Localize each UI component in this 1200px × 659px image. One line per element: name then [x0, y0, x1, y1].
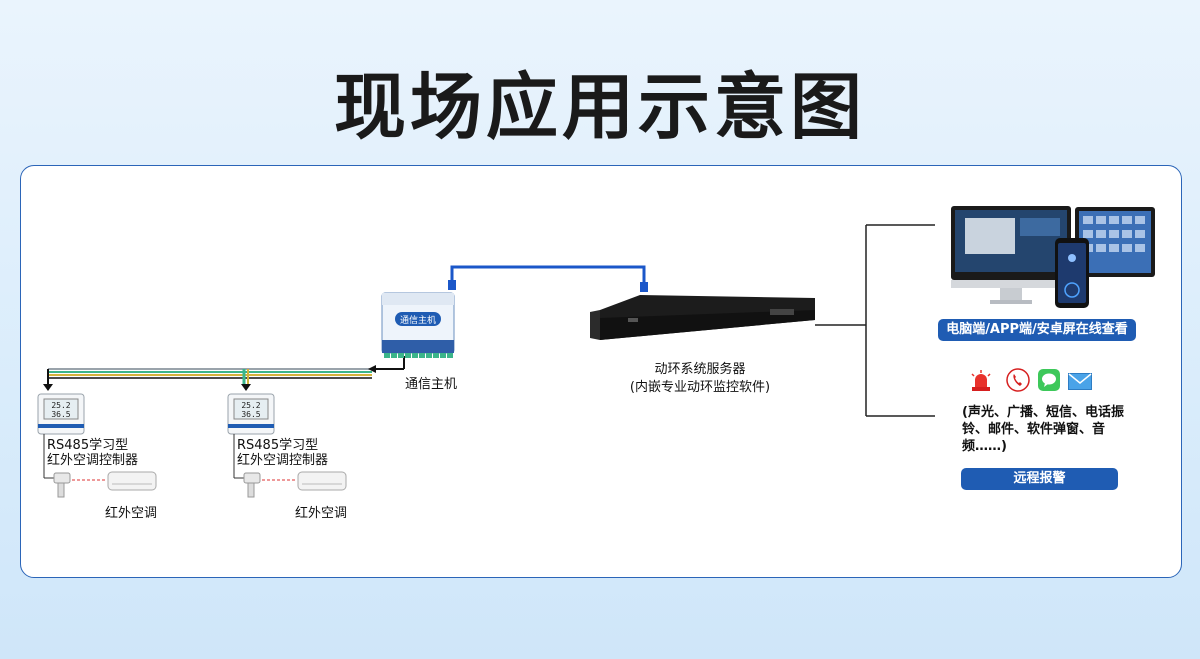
sensor-device-2: 25.2 36.5 [227, 393, 275, 435]
sensor-1-label-line1: RS485学习型 [47, 438, 129, 453]
host-logo-text: 通信主机 [400, 314, 436, 326]
alarm-methods-text: (声光、广播、短信、电话振铃、邮件、软件弹窗、音频……) [962, 405, 1124, 454]
ac-2-label: 红外空调 [295, 506, 348, 521]
client-devices [951, 206, 1155, 308]
server-caption-line1: 动环系统服务器 [654, 362, 746, 377]
sensor-1-readout-top: 25.2 [51, 401, 70, 410]
network-cable [448, 265, 648, 292]
ir-ac-group-1 [43, 434, 157, 498]
sensor-1-readout-bottom: 36.5 [51, 410, 70, 419]
phone-icon [1006, 368, 1030, 392]
monitor-badge: 电脑端/APP端/安卓屏在线查看 [938, 319, 1136, 341]
ir-ac-group-2 [233, 434, 347, 498]
sensor-2-readout-top: 25.2 [241, 401, 260, 410]
sensor-2-label-line1: RS485学习型 [237, 438, 319, 453]
comm-host-caption: 通信主机 [405, 377, 458, 392]
sensor-1-label-line2: 红外空调控制器 [47, 453, 139, 468]
server-caption-line2: (内嵌专业动环监控软件) [629, 380, 771, 395]
message-icon [1038, 369, 1060, 391]
output-bracket [815, 224, 935, 417]
comm-host-device: 通信主机 [381, 292, 455, 358]
mail-icon [1068, 373, 1092, 390]
page-title: 现场应用示意图 [333, 65, 866, 149]
remote-alarm-badge: 远程报警 [961, 468, 1118, 490]
sensor-2-readout-bottom: 36.5 [241, 410, 260, 419]
server-device [590, 295, 815, 340]
sensor-2-label-line2: 红外空调控制器 [237, 453, 329, 468]
rs485-bus [43, 356, 405, 391]
sensor-device-1: 25.2 36.5 [37, 393, 85, 435]
alarm-light-icon [971, 370, 991, 391]
ac-1-label: 红外空调 [105, 506, 158, 521]
